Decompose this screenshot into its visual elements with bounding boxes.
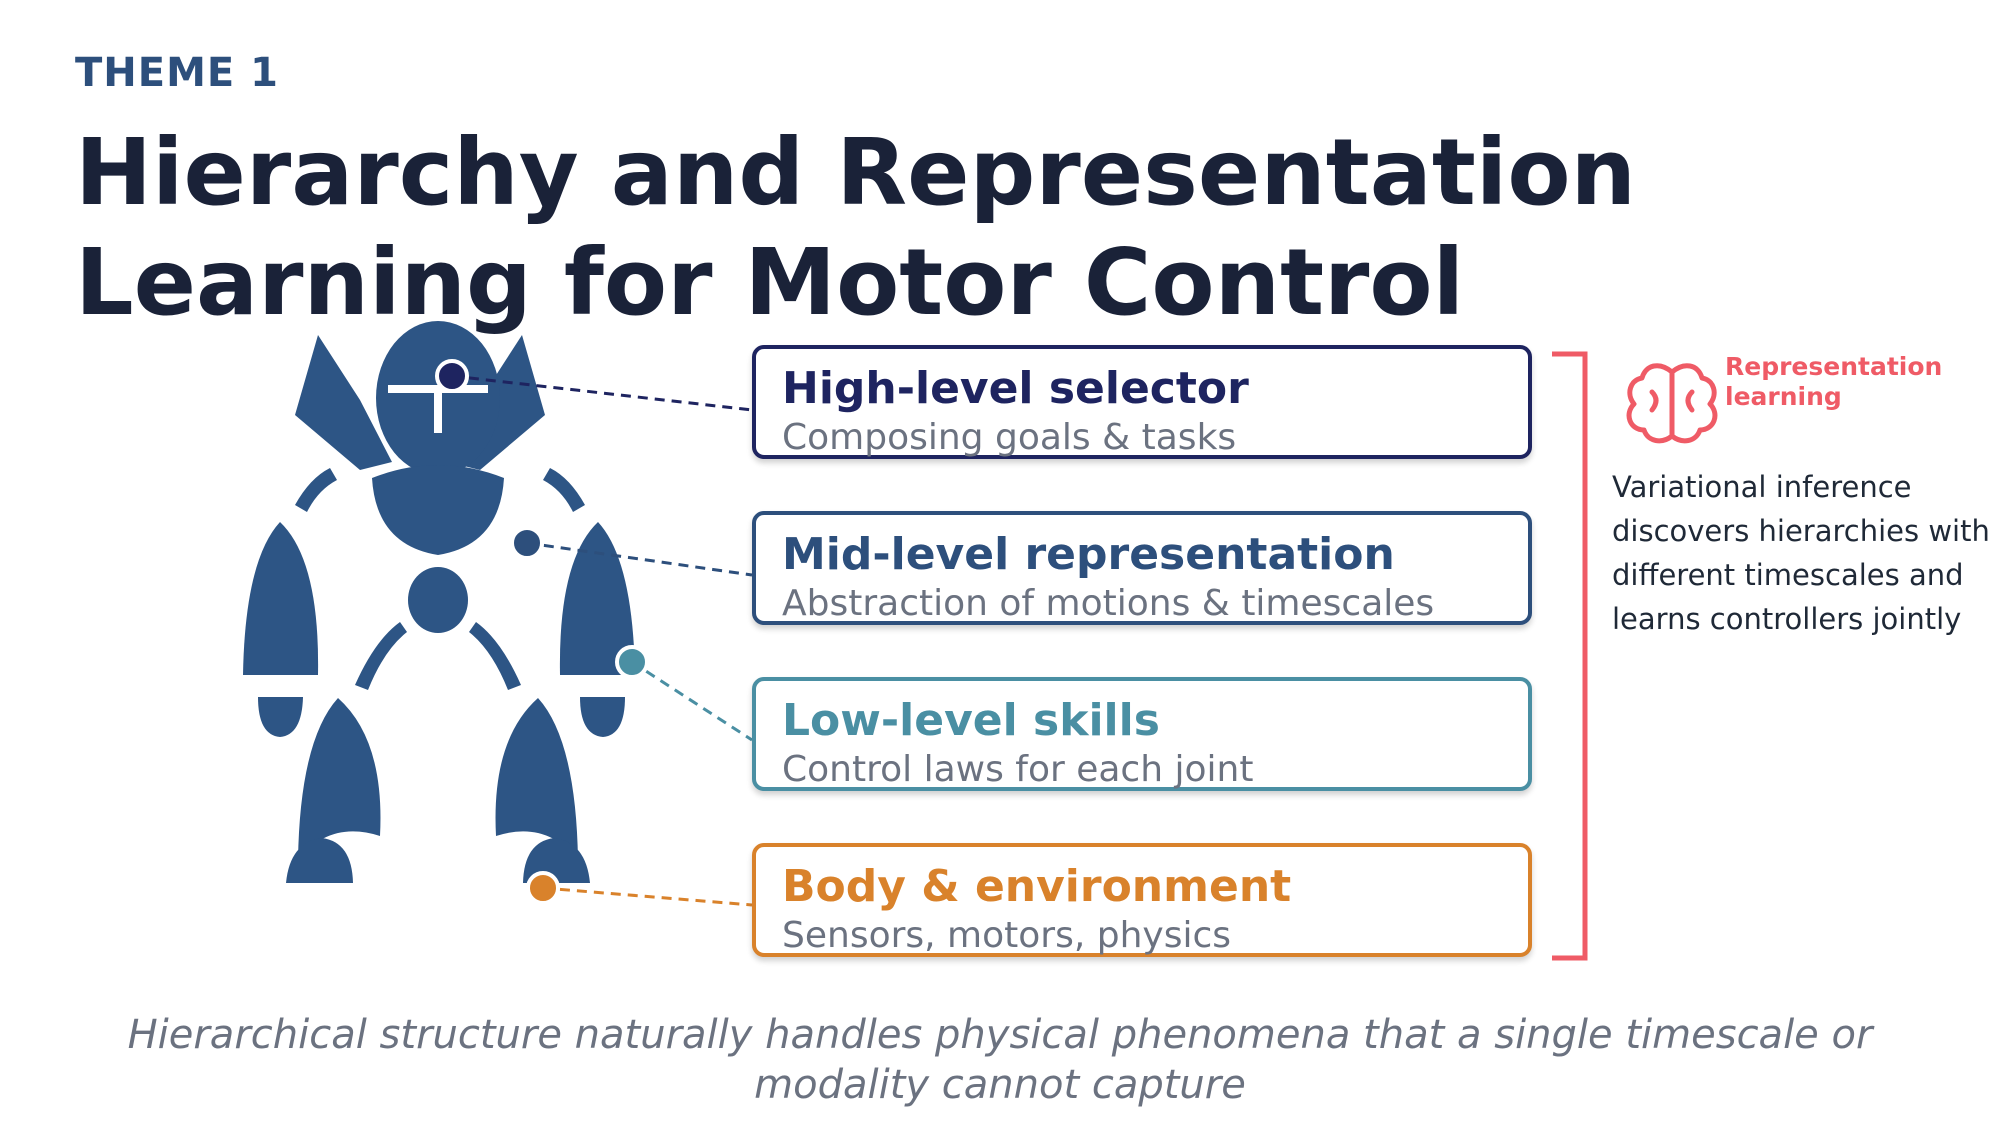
level-box-body: Body & environment Sensors, motors, phys…	[752, 843, 1532, 957]
sidebar-title-line-2: learning	[1725, 382, 1842, 411]
robot-left-hip-arc	[355, 622, 407, 690]
caption: Hierarchical structure naturally handles…	[127, 1012, 1873, 1108]
sidebar-title: Representation learning	[1725, 352, 1942, 412]
connector-mid	[526, 541, 753, 577]
dot-high	[435, 359, 469, 393]
theme-label: THEME 1	[75, 50, 279, 96]
level-title-low: Low-level skills	[782, 695, 1160, 746]
robot-waist	[408, 567, 468, 633]
robot-left-upper-arm	[243, 522, 319, 675]
robot-left-arm-arc	[295, 468, 337, 512]
connector-low	[631, 660, 753, 742]
level-subtitle-mid: Abstraction of motions & timescales	[782, 583, 1435, 624]
robot-visor-top	[388, 385, 488, 393]
level-box-high: High-level selector Composing goals & ta…	[752, 345, 1532, 459]
sidebar-title-line-1: Representation	[1725, 352, 1943, 381]
brain-icon	[1626, 363, 1718, 444]
dot-mid	[510, 526, 544, 560]
level-subtitle-low: Control laws for each joint	[782, 749, 1254, 790]
level-title-mid: Mid-level representation	[782, 529, 1395, 580]
sidebar-description: Variational inference discovers hierarch…	[1612, 470, 1990, 636]
level-title-high: High-level selector	[782, 363, 1249, 414]
title-line-2: Learning for Motor Control	[75, 229, 1465, 336]
title-line-1: Hierarchy and Representation	[75, 119, 1637, 226]
robot-left-shoulder	[295, 335, 392, 470]
connector-body	[542, 886, 753, 907]
robot-right-hip-arc	[469, 622, 521, 690]
dot-low	[615, 645, 649, 679]
level-box-mid: Mid-level representation Abstraction of …	[752, 511, 1532, 625]
robot-left-leg	[298, 698, 381, 860]
level-subtitle-body: Sensors, motors, physics	[782, 915, 1231, 956]
bracket	[1552, 351, 1588, 961]
level-box-low: Low-level skills Control laws for each j…	[752, 677, 1532, 791]
robot-right-upper-arm	[559, 522, 635, 675]
level-subtitle-high: Composing goals & tasks	[782, 417, 1237, 458]
robot-right-forearm	[580, 697, 625, 737]
robot-left-forearm	[258, 697, 303, 737]
robot-right-leg	[495, 698, 578, 860]
level-title-body: Body & environment	[782, 861, 1292, 912]
robot-right-arm-arc	[543, 468, 585, 512]
robot-visor-stem	[434, 393, 442, 433]
robot-left-foot	[286, 838, 353, 883]
dot-body	[526, 871, 560, 905]
robot-figure	[243, 321, 635, 883]
robot-chest	[372, 465, 504, 555]
page-title: Hierarchy and Representation Learning fo…	[75, 118, 1636, 338]
